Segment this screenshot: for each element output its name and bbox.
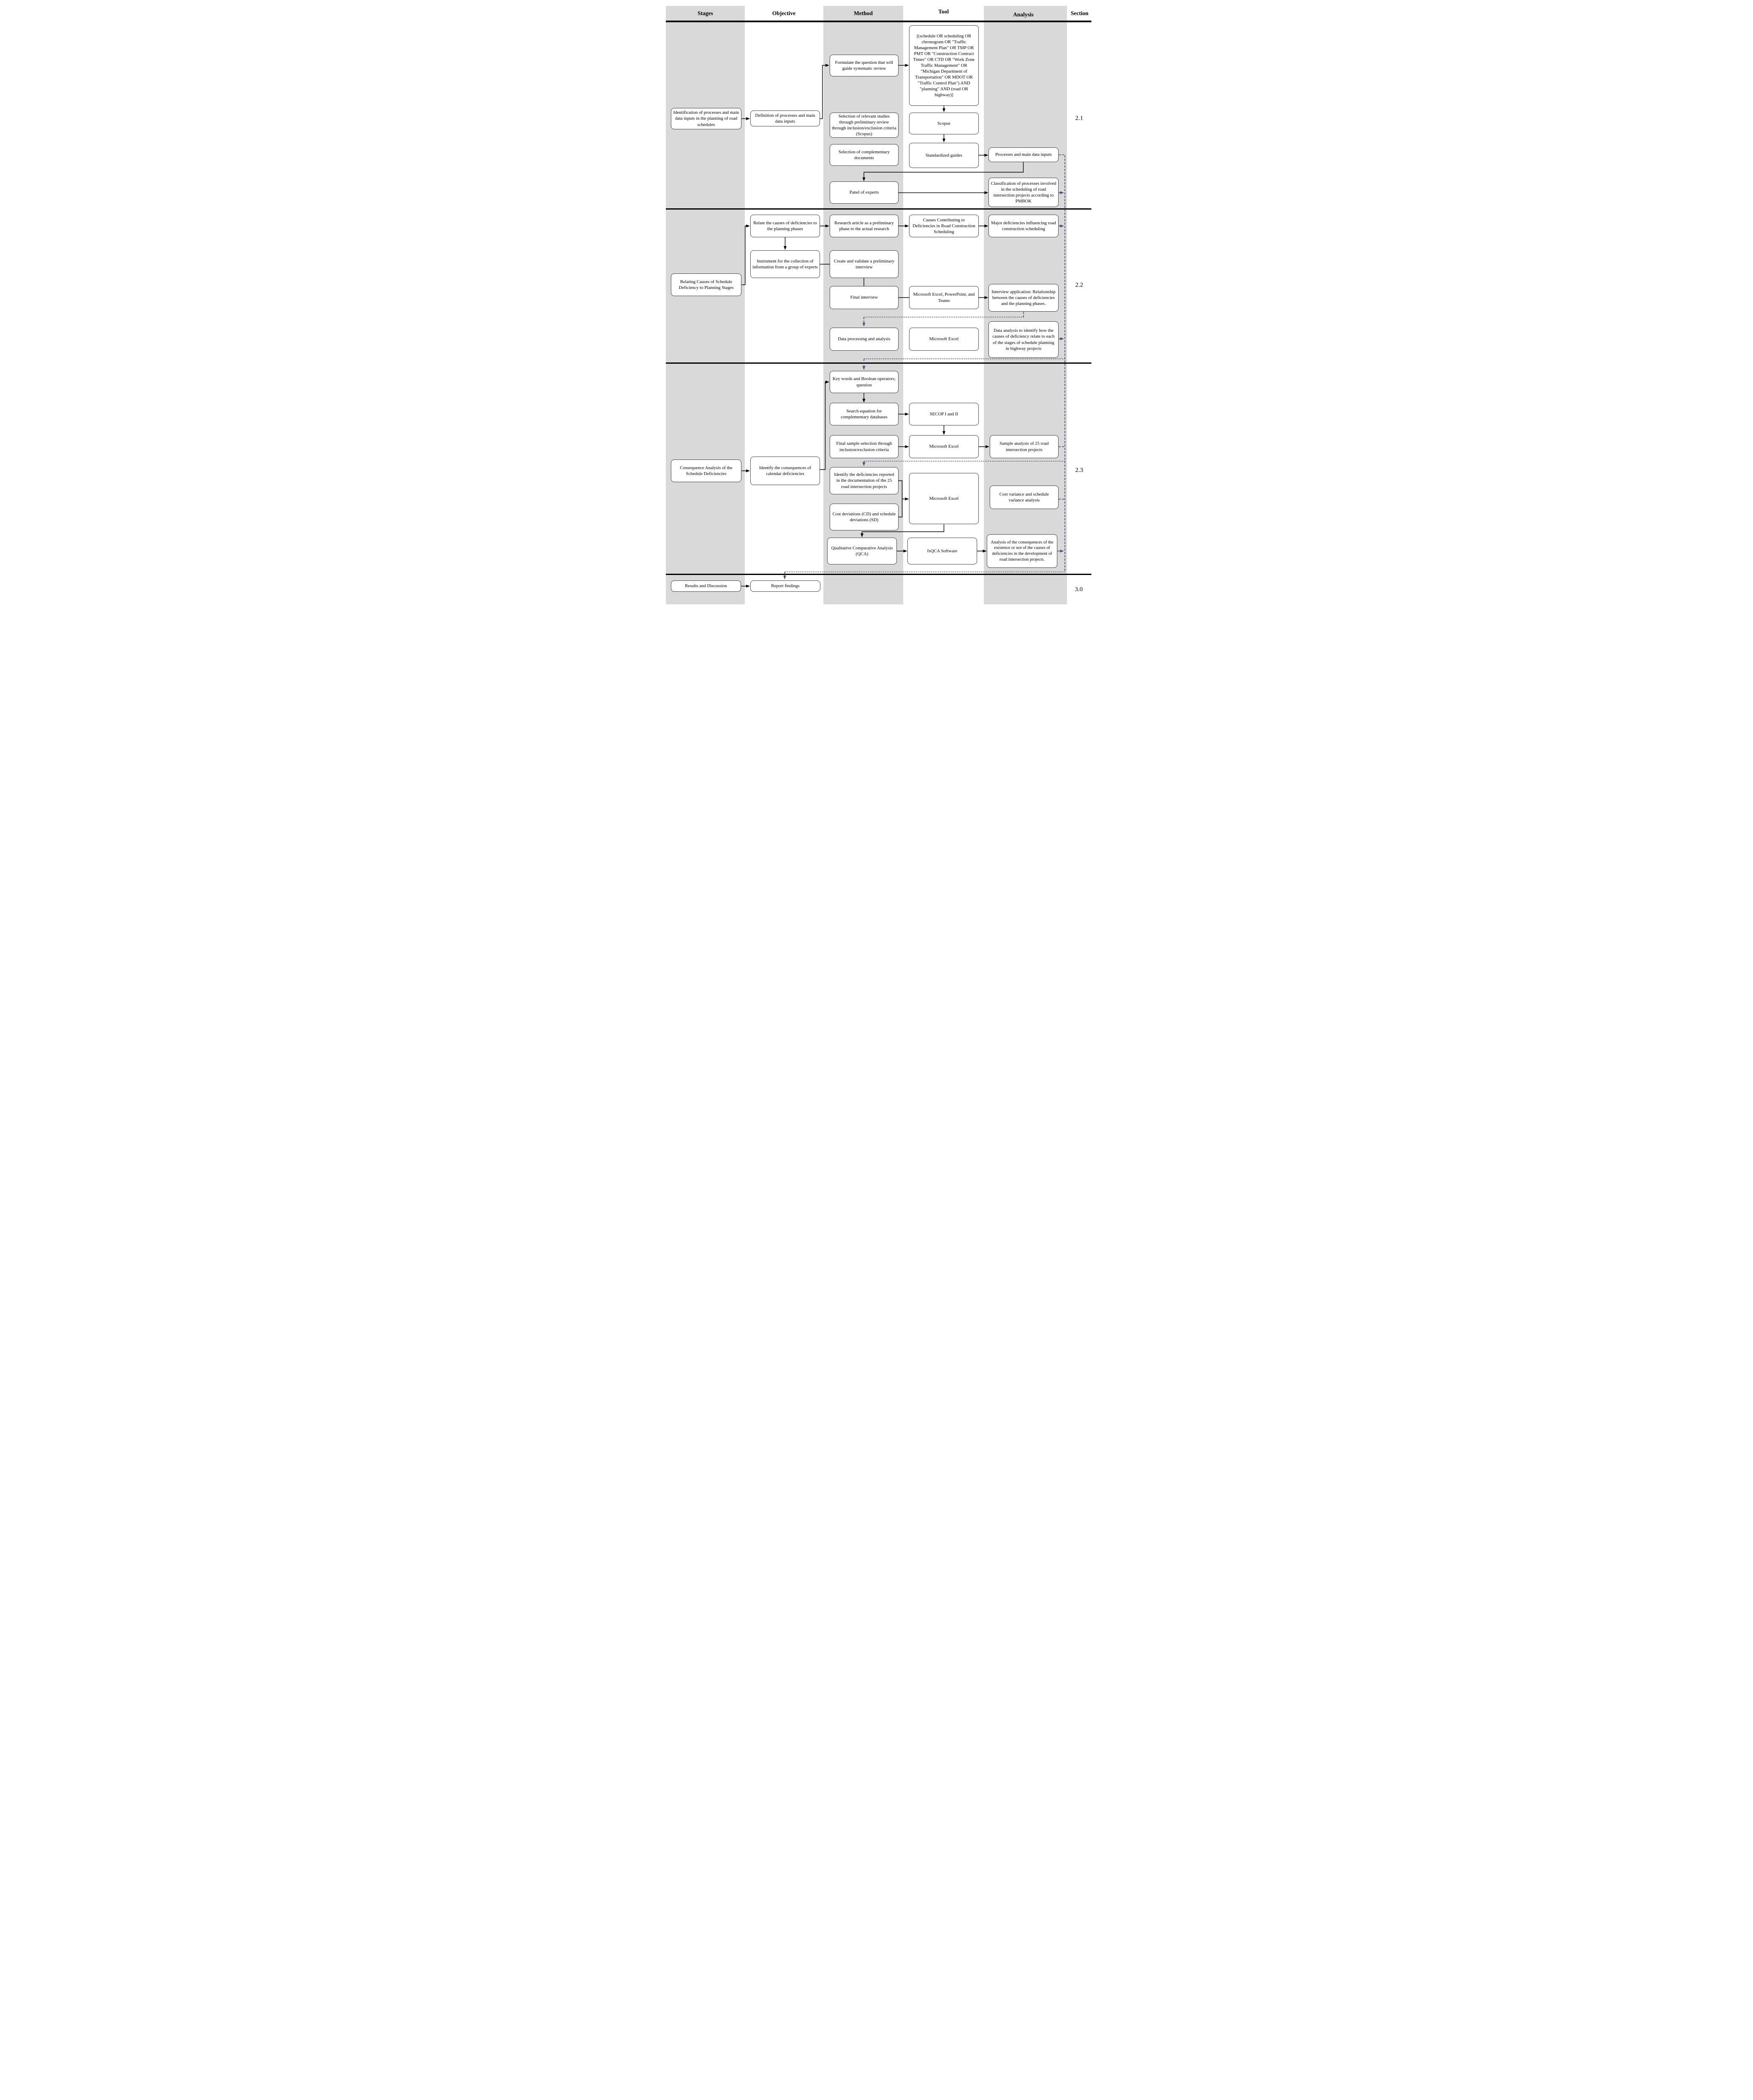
node-instrument-collection: Instrument for the collection of informa… [750,250,820,278]
header-rule [666,21,1091,22]
node-definition: Definition of processes and main data in… [750,110,820,126]
node-final-sample-selection: Final sample selection through inclusion… [830,435,899,458]
column-header-stages: Stages [697,10,713,16]
node-processes-inputs: Processes and main data inputs [988,147,1059,162]
node-data-analysis: Data analysis to identify how the causes… [988,321,1059,358]
node-interview-application: Interview application: Relationship betw… [988,284,1059,312]
node-microsoft-excel-4: Microsoft Excel [909,473,979,524]
section-label-3-0: 3.0 [1075,586,1083,593]
node-sample-analysis: Sample analysis of 25 road intersection … [990,435,1059,458]
node-causes-contributing: Causes Contributing to Deficiencies in R… [909,215,979,237]
node-data-processing: Data processing and analysis [830,328,899,351]
node-fsqca-software: fsQCA Software [907,538,977,564]
node-formulate: Formulate the question that will guide s… [830,55,899,76]
node-panel-of-experts: Panel of experts [830,181,899,204]
node-identification: Identification of processes and main dat… [671,108,741,129]
node-report-findings: Report findings [750,580,820,592]
column-header-objective: Objective [772,10,796,16]
node-relating-causes-stage: Relating Causes of Schedule Deficiency t… [671,273,741,296]
column-header-method: Method [854,10,873,16]
node-cost-variance: Cost variance and schedule variance anal… [990,486,1059,509]
node-consequence-analysis-stage: Consequence Analysis of the Schedule Def… [671,459,741,482]
node-selection-relevant: Selection of relevant studies through pr… [830,113,899,138]
node-major-deficiencies: Major deficiencies influencing road cons… [988,215,1059,237]
node-search-query: [(schedule OR scheduling OR chronogram O… [909,25,979,106]
node-scopus: Scopus [909,113,979,134]
node-keywords-boolean: Key words and Boolean operators; questio… [830,371,899,393]
node-microsoft-excel-3: Microsoft Excel [909,435,979,458]
node-search-equation: Search equation for complementary databa… [830,403,899,425]
node-standardized-guides: Standardized guides [909,143,979,168]
node-create-validate-interview: Create and validate a preliminary interv… [830,250,899,278]
node-microsoft-excel-2: Microsoft Excel [909,328,979,351]
section-divider-3 [666,574,1091,575]
column-band-stages [666,6,745,604]
node-qca: Qualitative Comparative Analysis (QCA) [827,538,897,564]
section-divider-1 [666,208,1091,210]
node-selection-complementary: Selection of complementary documents [830,144,899,166]
node-final-interview: Final interview [830,286,899,309]
section-label-2-1: 2.1 [1075,115,1083,122]
column-header-tool: Tool [938,8,949,15]
node-secop: SECOP I and II [909,403,979,425]
methodology-flowchart: Stages Objective Method Tool Analysis Se… [657,0,1096,613]
node-relate-causes: Relate the causes of deficiencies to the… [750,215,820,237]
node-classification-pmbok: Classification of processes involved in … [988,178,1059,207]
section-label-2-2: 2.2 [1075,281,1083,289]
node-results-discussion: Results and Discussion [671,580,741,592]
node-identify-consequences: Identify the consequences of calendar de… [750,457,820,485]
node-research-article: Research article as a preliminary phase … [830,215,899,237]
node-analysis-consequences: Analysis of the consequences of the exis… [987,534,1057,568]
node-cost-deviations: Cost deviations (CD) and schedule deviat… [830,504,899,530]
column-header-section: Section [1071,10,1088,16]
node-excel-powerpoint-teams: Microsoft Excel, PowerPoint, and Teams [909,286,979,309]
section-label-2-3: 2.3 [1075,467,1083,474]
section-divider-2 [666,362,1091,364]
node-identify-deficiencies: Identify the deficiencies reported in th… [830,467,899,494]
column-header-analysis: Analysis [1013,11,1034,18]
